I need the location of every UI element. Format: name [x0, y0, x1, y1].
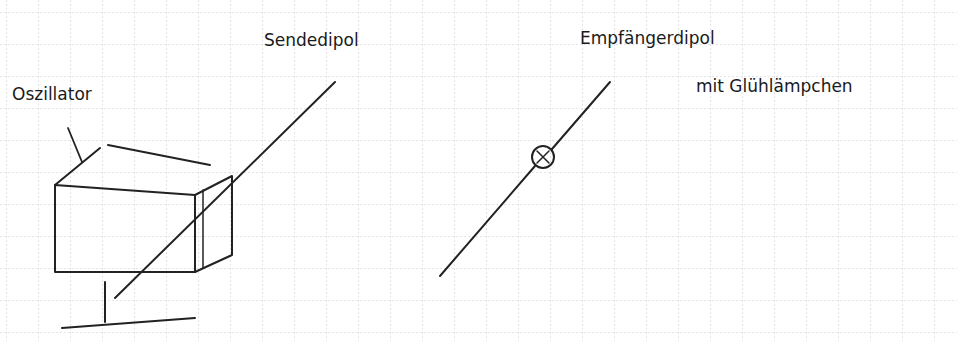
- handwritten-label: Oszillator: [12, 84, 92, 104]
- stand-base: [62, 318, 195, 328]
- handwritten-label: Empfängerdipol: [580, 28, 715, 48]
- handwritten-label: Sendedipol: [264, 30, 359, 50]
- oscillator-edge: [108, 145, 210, 165]
- stand: [104, 282, 106, 322]
- lamp-symbol: [537, 151, 549, 163]
- handwritten-label: mit Glühlämpchen: [696, 76, 853, 96]
- receive-dipole: [440, 166, 535, 276]
- transmit-dipole: [115, 82, 335, 298]
- oscillator-edge: [202, 190, 204, 268]
- receive-dipole: [552, 82, 610, 149]
- oscillator-side: [195, 176, 232, 272]
- lamp-symbol: [532, 146, 554, 168]
- leader-line: [68, 128, 82, 162]
- oscillator-edge: [55, 148, 100, 185]
- oscillator-front: [55, 185, 195, 272]
